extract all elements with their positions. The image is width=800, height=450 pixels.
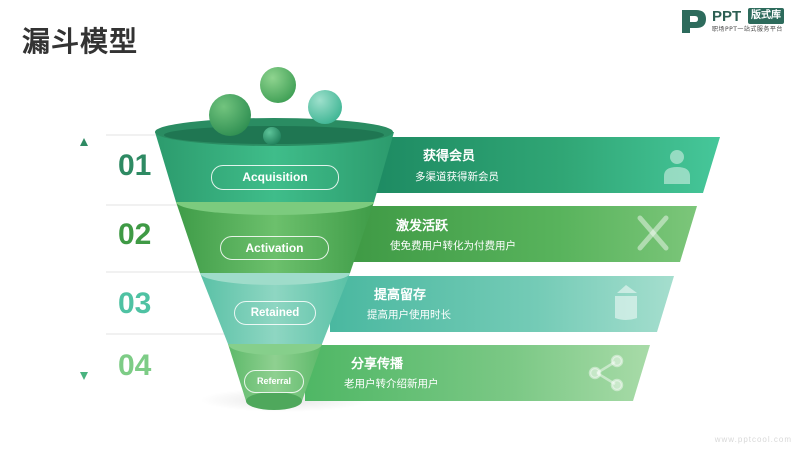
user-icon	[664, 150, 690, 184]
ball-top	[260, 67, 296, 103]
step-description-2: 使免费用户转化为付费用户	[390, 240, 516, 252]
watermark: www.pptcool.com	[714, 435, 792, 444]
stage-pill-referral: Referral	[244, 370, 304, 393]
ball-teal	[308, 90, 342, 124]
brand-logo: PPT 版式库 职场PPT一站式服务平台	[680, 8, 796, 36]
step-heading-4: 分享传播	[351, 357, 404, 372]
vertical-arrow-icon	[80, 138, 88, 380]
band-4	[305, 345, 650, 401]
crossed-tools-icon	[637, 215, 669, 251]
step-description-1: 多渠道获得新会员	[415, 171, 499, 183]
step-heading-3: 提高留存	[374, 288, 427, 303]
logo-brand-text: PPT	[712, 8, 742, 25]
ball-small	[263, 127, 281, 145]
pie-chart-icon	[615, 285, 637, 320]
step-description-3: 提高用户使用时长	[367, 309, 451, 321]
step-description-4: 老用户转介绍新用户	[344, 378, 439, 390]
band-3	[330, 276, 674, 332]
stage-pill-activation: Activation	[220, 236, 329, 260]
step-number-4: 04	[118, 349, 152, 382]
step-number-1: 01	[118, 149, 152, 182]
ball-large	[209, 94, 251, 136]
band-1	[368, 137, 720, 193]
step-number-2: 02	[118, 218, 152, 251]
logo-mark-icon	[682, 10, 706, 33]
step-heading-1: 获得会员	[423, 149, 476, 164]
stage-pill-retained: Retained	[234, 301, 316, 325]
share-icon	[588, 354, 624, 392]
step-heading-2: 激发活跃	[396, 219, 449, 234]
page-title: 漏斗模型	[22, 25, 139, 58]
logo-badge: 版式库	[748, 8, 784, 24]
stage-pill-acquisition: Acquisition	[211, 165, 339, 190]
band-2	[350, 206, 697, 262]
logo-tagline: 职场PPT一站式服务平台	[712, 26, 783, 33]
step-number-3: 03	[118, 287, 152, 320]
